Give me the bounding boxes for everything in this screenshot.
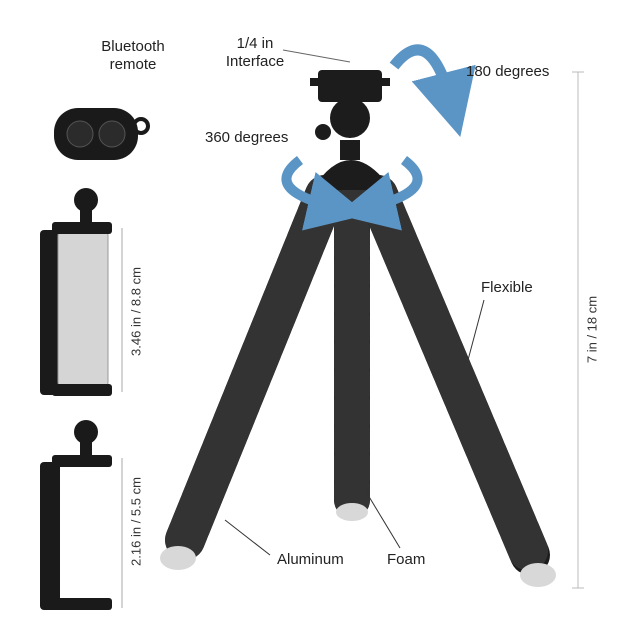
tilt-arrow-icon xyxy=(389,44,476,137)
foot xyxy=(520,563,556,587)
interface-label: 1/4 in Interface xyxy=(225,35,285,70)
holder-small-dimension: 2.16 in / 5.5 cm xyxy=(128,477,144,566)
rotate-label: 360 degrees xyxy=(205,129,289,146)
flexible-label: Flexible xyxy=(481,279,533,296)
rotate-arrow-right-icon xyxy=(336,156,423,231)
foam-label: Foam xyxy=(387,551,426,568)
phone-holder-large xyxy=(40,188,123,396)
remote-label: Bluetooth remote xyxy=(101,38,165,73)
phone-holder-small xyxy=(40,420,123,610)
foot xyxy=(160,546,196,570)
rotate-arrow-left-icon xyxy=(281,156,368,231)
tripod-head xyxy=(310,70,392,190)
holder-large-dimension: 3.46 in / 8.8 cm xyxy=(128,267,144,356)
foot xyxy=(336,503,368,521)
tripod-height-dimension: 7 in / 18 cm xyxy=(584,295,600,364)
tripod-legs xyxy=(165,175,550,575)
aluminum-label: Aluminum xyxy=(277,551,344,568)
bluetooth-remote xyxy=(54,108,150,160)
tilt-label: 180 degrees xyxy=(466,63,550,80)
